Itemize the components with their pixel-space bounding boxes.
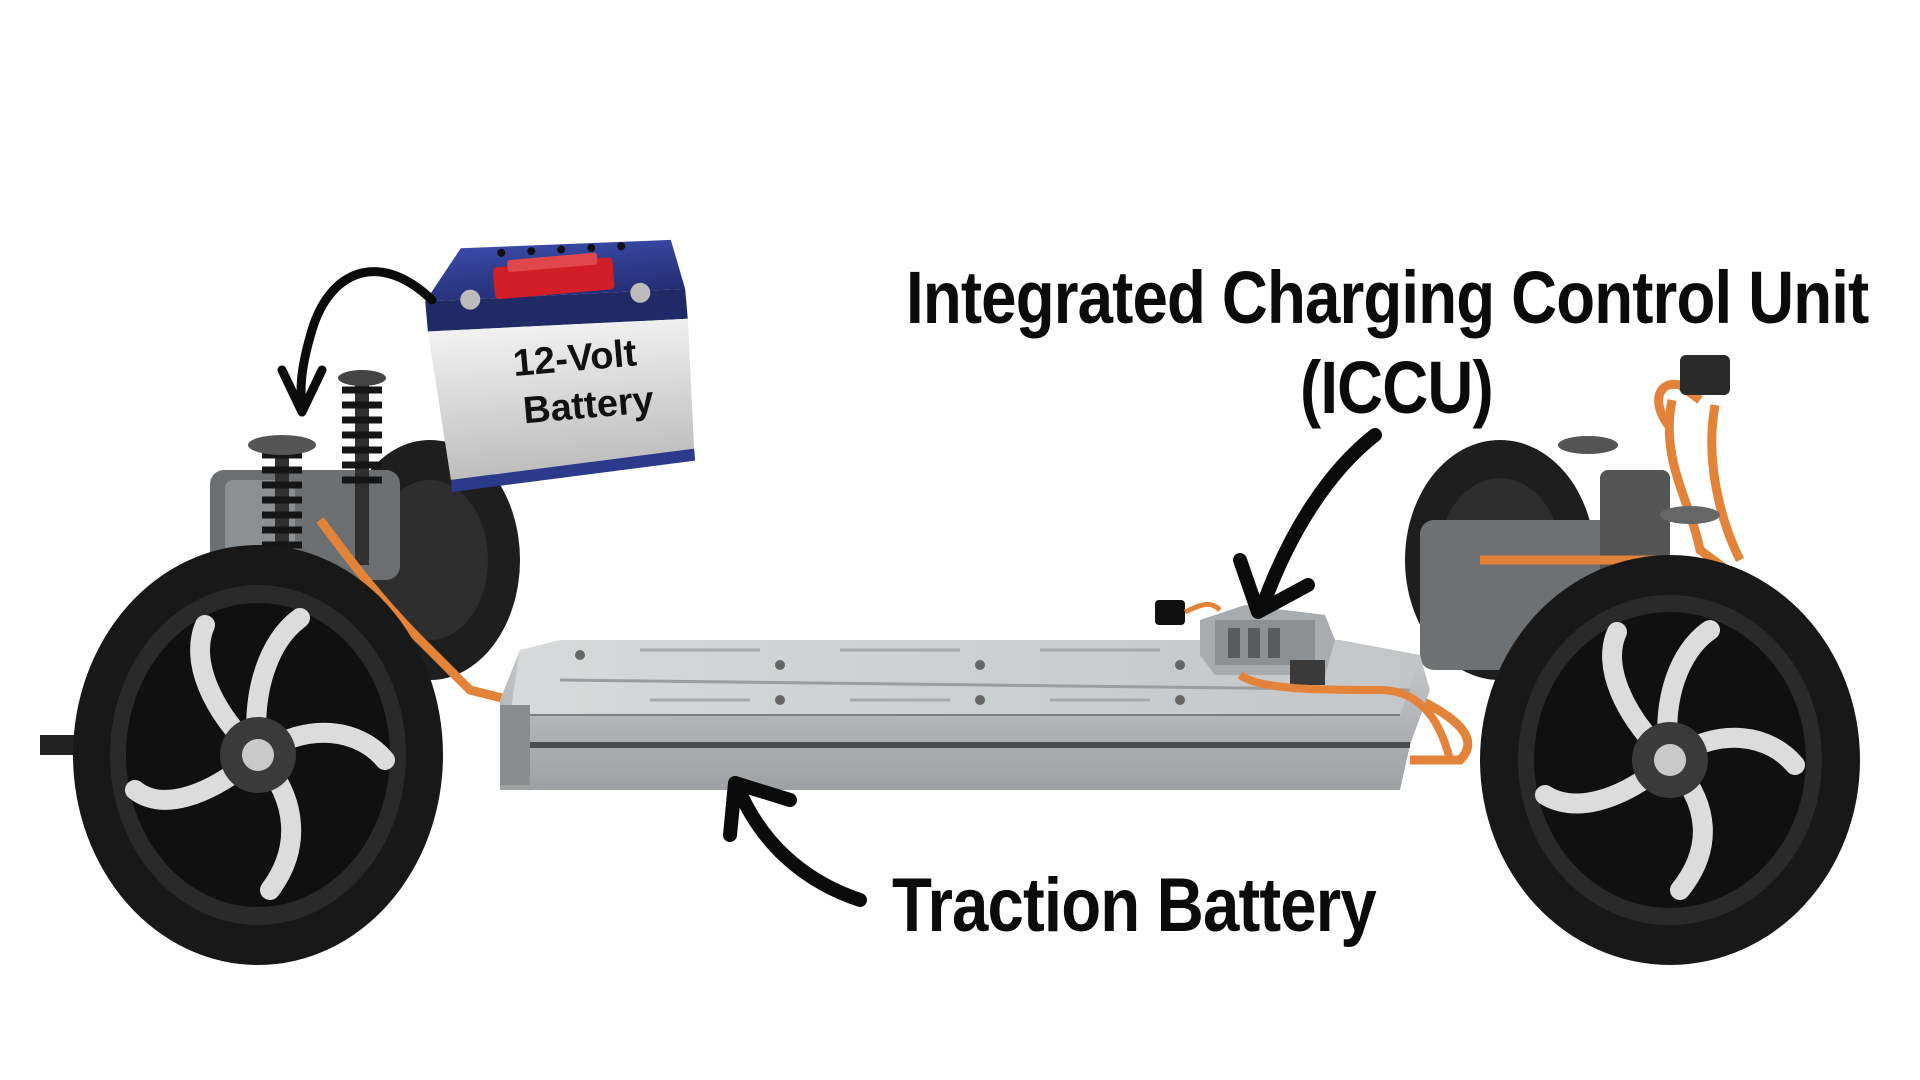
iccu-abbreviation-label: (ICCU): [1300, 346, 1494, 429]
arrow-to-traction-battery: [723, 776, 867, 907]
iccu-unit: [1155, 600, 1454, 761]
arrow-to-12v-battery: [277, 267, 437, 417]
12v-battery-illustration: 12-Volt Battery: [425, 239, 696, 492]
front-left-wheel: [73, 545, 443, 965]
front-right-wheel: [1480, 555, 1860, 965]
iccu-title-label: Integrated Charging Control Unit: [906, 256, 1869, 339]
traction-battery-pack: [500, 640, 1430, 790]
arrow-to-iccu: [1233, 428, 1382, 619]
traction-battery-label: Traction Battery: [892, 863, 1377, 948]
